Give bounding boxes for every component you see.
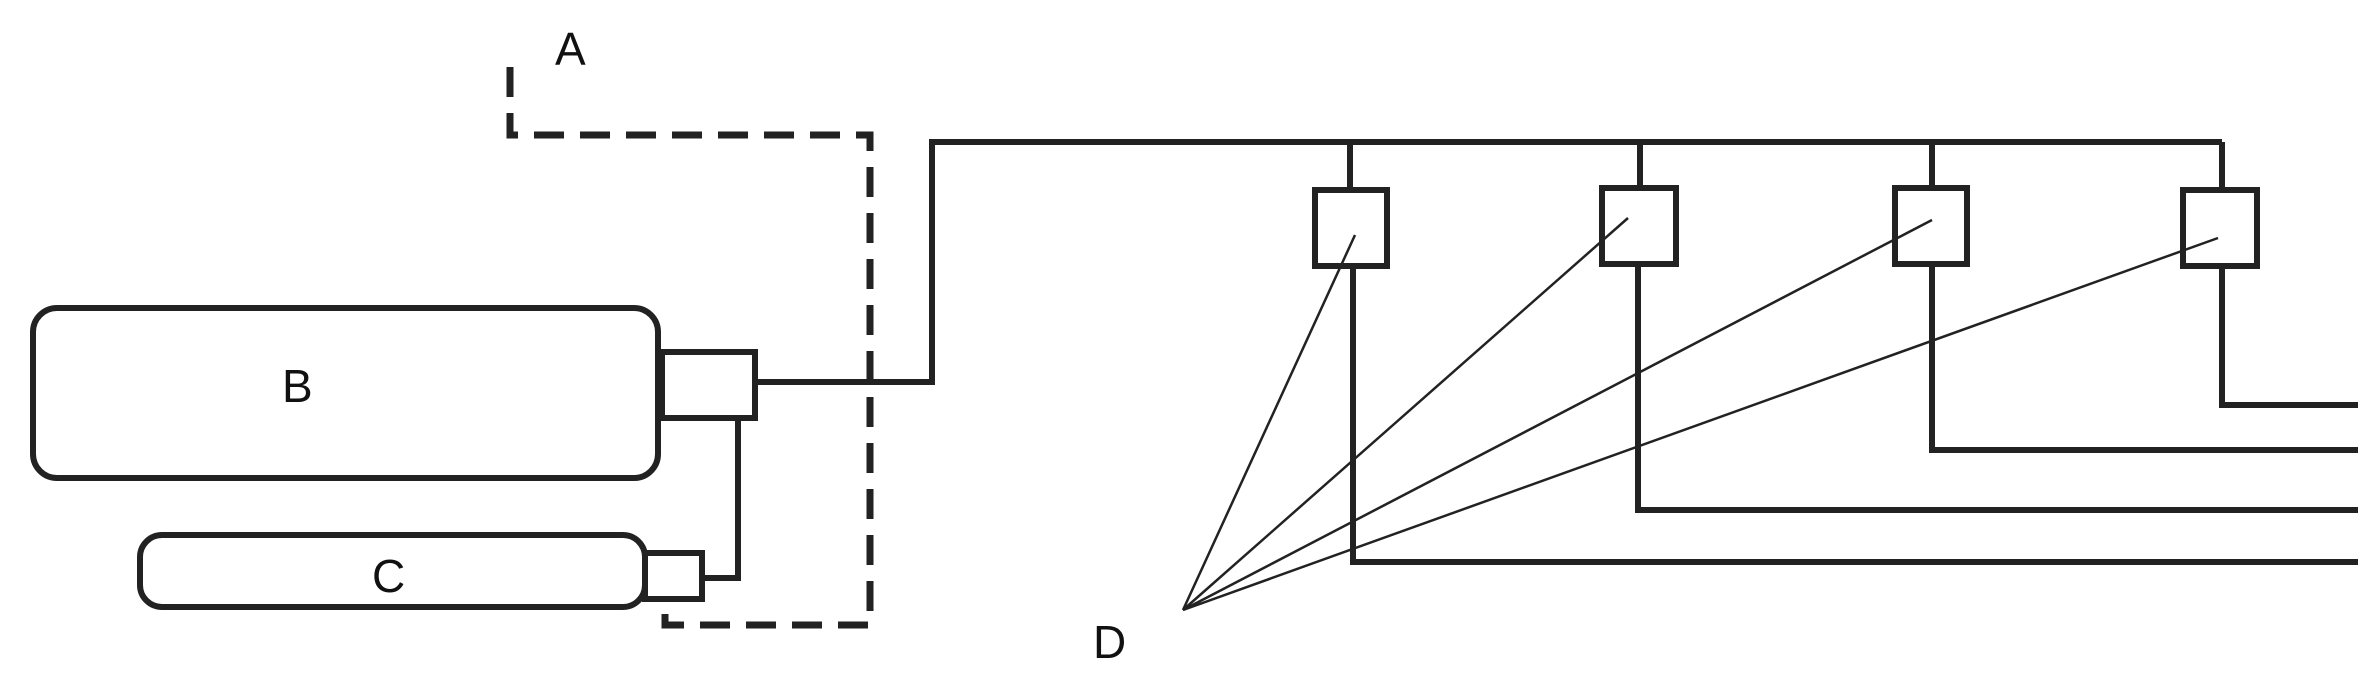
unit-b <box>30 305 661 481</box>
branch-feed-4 <box>2219 266 2358 408</box>
label-d: D <box>1093 616 1126 668</box>
main-bus-line <box>755 139 2222 385</box>
label-a: A <box>555 23 586 75</box>
branch-box-3 <box>1892 185 1970 267</box>
branch-feed-1 <box>1350 266 2358 565</box>
branch-box-1 <box>1312 187 1390 269</box>
label-b: B <box>282 360 313 412</box>
leader-line-d-1 <box>1181 234 1357 611</box>
unit-b-connector <box>659 349 758 421</box>
unit-c-connector <box>642 550 705 602</box>
branch-feed-3 <box>1929 264 2358 453</box>
leader-line-d-2 <box>1182 217 1629 611</box>
branch-feed-2 <box>1635 264 2358 513</box>
branch-box-2 <box>1599 185 1679 267</box>
leader-line-d-3 <box>1182 218 1933 612</box>
label-c: C <box>372 550 405 602</box>
branch-box-4 <box>2180 187 2260 269</box>
leader-line-d-4 <box>1182 236 2219 612</box>
link-c-to-b <box>702 418 741 581</box>
